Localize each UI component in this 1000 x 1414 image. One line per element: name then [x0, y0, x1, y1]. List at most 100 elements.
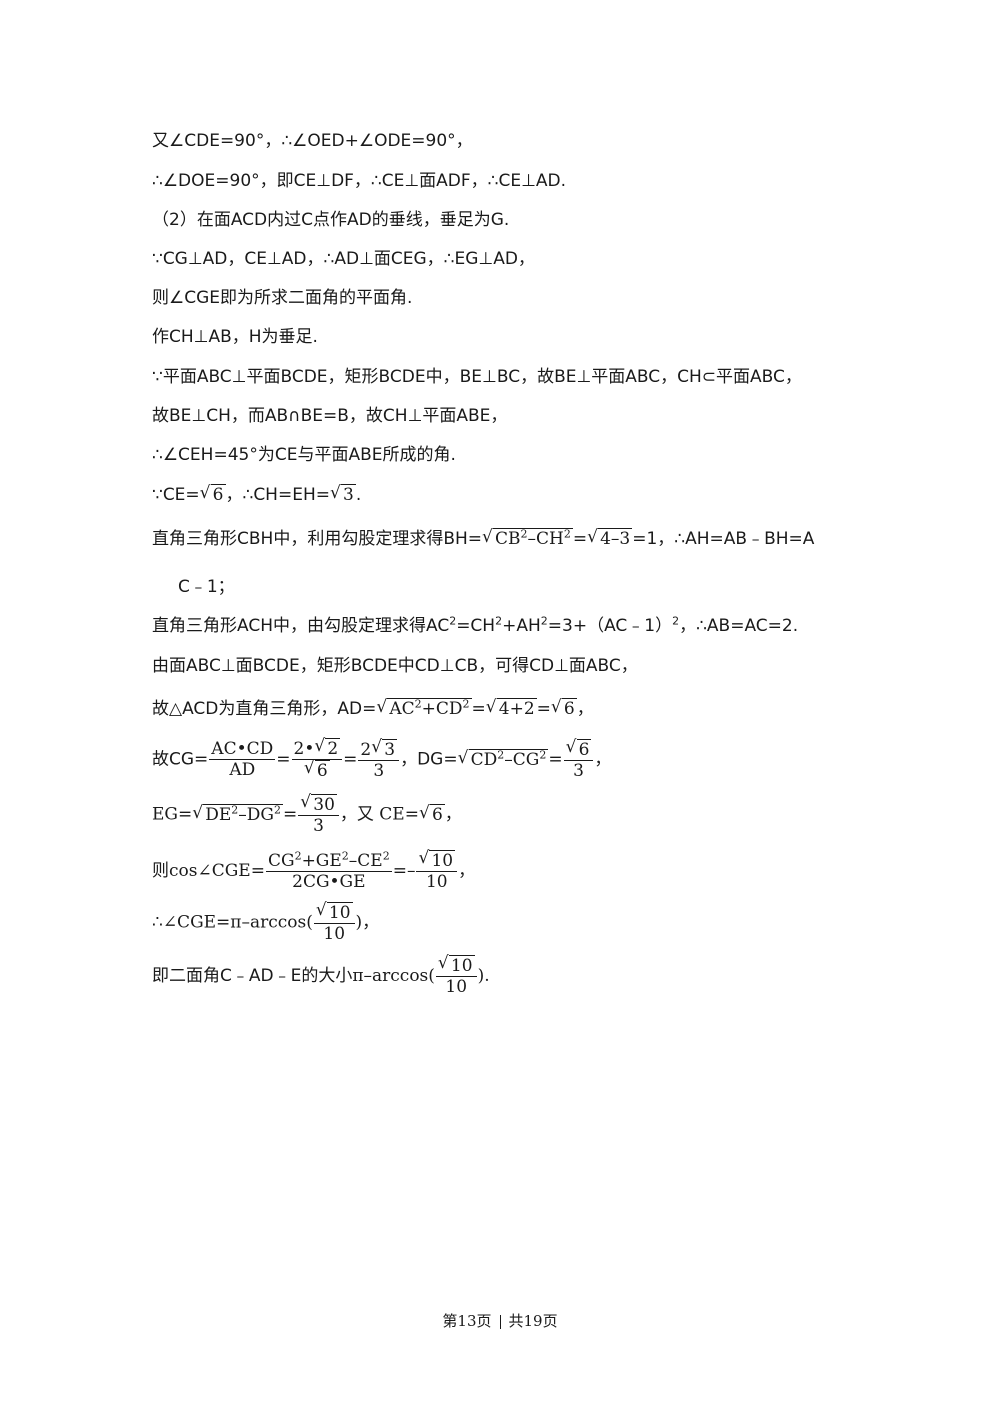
line-14: 由面ABC⊥面BCDE，矩形BCDE中CD⊥CB，可得CD⊥面ABC， — [152, 656, 638, 676]
footer-divider — [499, 1315, 501, 1329]
text: ， — [444, 804, 462, 825]
radical-sign: √ — [587, 527, 598, 547]
term: +CD — [421, 699, 463, 719]
text: =1，∴AH=AB﹣BH=A — [632, 529, 815, 549]
radical-sign: √ — [482, 527, 493, 547]
line-11: 直角三角形CBH中，利用勾股定理求得BH=√CB2–CH2=√4–3=1，∴AH… — [152, 527, 815, 550]
term: +GE — [301, 850, 342, 871]
text: 则 — [152, 861, 169, 881]
denominator: 2CG•GE — [292, 871, 366, 892]
line-9: ∴∠CEH=45°为CE与平面ABE所成的角. — [152, 445, 456, 465]
line-15: 故△ACD为直角三角形，AD=√AC2+CD2=√4+2=√6， — [152, 697, 594, 720]
radical-sign: √ — [199, 483, 211, 503]
exponent: 2 — [449, 614, 457, 628]
line-12: C﹣1； — [178, 577, 235, 597]
line-8: 故BE⊥CH，而AB∩BE=B，故CH⊥平面ABE， — [152, 406, 508, 426]
radical-sign: √ — [485, 697, 497, 717]
exponent: 2 — [231, 802, 239, 816]
radicand: 6 — [210, 484, 226, 505]
sqrt-expression: √DE2–DG2 — [192, 802, 283, 826]
radicand: 4+2 — [496, 698, 537, 719]
radical-sign: √ — [376, 697, 388, 717]
sqrt-expression: √10 — [418, 848, 456, 871]
radicand: 6 — [314, 760, 330, 781]
denominator: 10 — [323, 924, 346, 944]
term: –DG — [238, 804, 274, 825]
page-number: 第13页 — [442, 1312, 492, 1330]
radical-sign: √ — [418, 848, 430, 868]
text: 即二面角C﹣AD﹣E的大小 — [152, 966, 353, 986]
text: ， — [458, 861, 476, 881]
exponent: 2 — [520, 527, 528, 541]
term: –CG — [504, 749, 540, 770]
page-footer: 第13页共19页 — [0, 1310, 1000, 1331]
page-total: 共19页 — [508, 1312, 558, 1330]
exponent: 2 — [539, 747, 547, 761]
text: )， — [355, 912, 380, 933]
text: =3+（AC﹣1） — [547, 616, 673, 636]
term: CG — [267, 850, 295, 871]
sqrt-expression: √4–3 — [587, 527, 633, 550]
text: 故CG= — [152, 749, 209, 770]
radicand: 3 — [340, 484, 356, 505]
line-13: 直角三角形ACH中，由勾股定理求得AC2=CH2+AH2=3+（AC﹣1）2，∴… — [152, 615, 798, 637]
text: . — [355, 485, 362, 505]
radical-sign: √ — [437, 953, 449, 973]
text: = — [536, 699, 551, 719]
denominator: 10 — [445, 977, 468, 997]
denominator: AD — [229, 760, 256, 780]
term: 2• — [293, 739, 315, 759]
text: 直角三角形ACH中，由勾股定理求得AC — [152, 616, 450, 636]
radicand: 6 — [429, 803, 445, 825]
sqrt-expression: √2 — [314, 736, 341, 759]
sqrt-expression: √CD2–CG2 — [458, 747, 549, 771]
radical-sign: √ — [315, 900, 327, 920]
line-2: ∴∠DOE=90°，即CE⊥DF，∴CE⊥面ADF，∴CE⊥AD. — [152, 171, 567, 191]
line-10: ∵CE=√6，∴CH=EH=√3. — [152, 483, 362, 506]
line-7: ∵平面ABC⊥平面BCDE，矩形BCDE中，BE⊥BC，故BE⊥平面ABC，CH… — [152, 367, 802, 387]
sqrt-expression: √6 — [551, 697, 577, 720]
denominator: 3 — [313, 816, 324, 836]
term: CB — [495, 529, 521, 549]
text: = — [548, 749, 563, 770]
term: DE — [205, 804, 232, 825]
denominator: 3 — [573, 760, 584, 781]
sqrt-expression: √6 — [304, 758, 330, 781]
text: ， — [576, 699, 594, 719]
exponent: 2 — [341, 848, 349, 862]
exponent: 2 — [497, 747, 505, 761]
exponent: 2 — [462, 697, 470, 711]
line-3: （2）在面ACD内过C点作AD的垂线，垂足为G. — [152, 210, 510, 230]
radicand: 30 — [311, 794, 337, 815]
radicand: 2 — [325, 738, 341, 759]
denominator: 10 — [425, 872, 448, 892]
text: +AH — [502, 616, 541, 636]
exponent: 2 — [563, 527, 571, 541]
text: =CH — [456, 616, 496, 636]
term: –CE — [348, 850, 383, 871]
exponent: 2 — [414, 697, 422, 711]
term: AC — [389, 699, 415, 719]
radical-sign: √ — [300, 792, 312, 812]
sqrt-expression: √6 — [419, 803, 445, 826]
exponent: 2 — [382, 848, 390, 862]
text: ). — [477, 966, 490, 986]
sqrt-expression: √6 — [566, 737, 592, 760]
exponent: 2 — [540, 614, 548, 628]
exponent: 2 — [495, 614, 503, 628]
text: =– — [392, 861, 416, 881]
text: ∴∠CGE=π–arccos( — [152, 912, 313, 933]
text: = — [343, 749, 358, 770]
sqrt-expression: √6 — [199, 483, 226, 506]
